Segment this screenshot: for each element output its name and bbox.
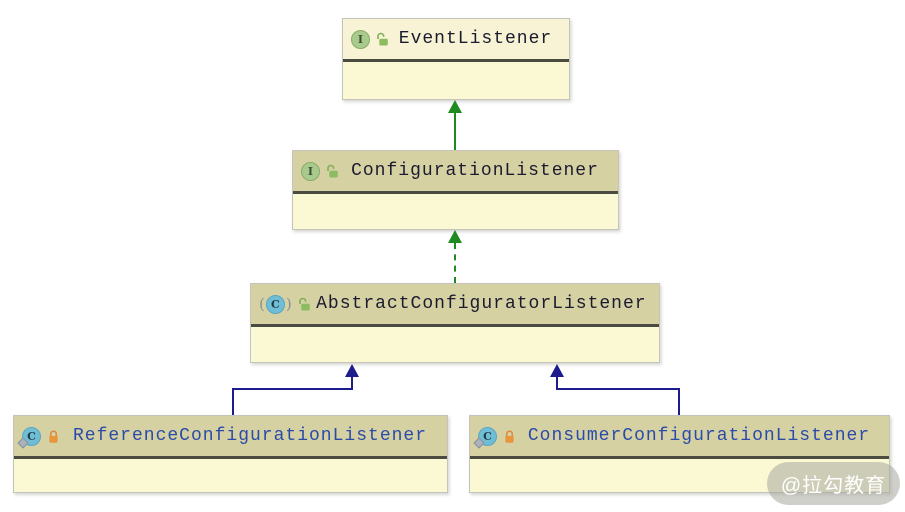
class-name: ConfigurationListener [351, 161, 599, 181]
extends-line-navy-right-horizontal [556, 388, 680, 390]
extends-line-navy-right-upper [556, 377, 558, 389]
node-body [251, 327, 659, 362]
implements-line-green-dashed [454, 243, 456, 283]
lock-open-icon [327, 164, 338, 177]
class-name: ConsumerConfigurationListener [527, 426, 871, 446]
node-body [343, 62, 569, 99]
extends-line-navy-left-upper [351, 377, 353, 389]
extends-arrowhead-navy-left [345, 364, 359, 377]
class-name: EventListener [398, 29, 553, 49]
node-header: ( C ) AbstractConfiguratorListener [251, 284, 659, 324]
extends-arrowhead-navy-right [550, 364, 564, 377]
class-name: AbstractConfiguratorListener [316, 294, 647, 314]
class-name: ReferenceConfigurationListener [72, 426, 428, 446]
node-body [14, 459, 447, 492]
lock-closed-icon [49, 430, 58, 443]
class-icon-letter: C [27, 429, 36, 443]
header-separator [251, 324, 659, 327]
extends-line-navy-left-lower [232, 388, 234, 415]
abstract-paren-open: ( [259, 295, 265, 313]
node-header: C ReferenceConfigurationListener [14, 416, 447, 456]
extends-line-navy-left-horizontal [232, 388, 353, 390]
header-separator [343, 59, 569, 62]
interface-icon-letter: I [357, 32, 364, 46]
watermark-badge: @拉勾教育 [767, 462, 900, 505]
class-icon: C [473, 426, 497, 449]
implements-arrowhead-green [448, 230, 462, 243]
abstract-class-icon: ( C ) [259, 294, 292, 314]
interface-icon: I [351, 29, 370, 49]
extends-line-green [454, 112, 456, 150]
class-node-reference-configuration-listener[interactable]: C ReferenceConfigurationListener [13, 415, 448, 493]
watermark-text: @拉勾教育 [780, 475, 887, 497]
class-icon: C [265, 294, 285, 314]
header-separator [14, 456, 447, 459]
node-header: I EventListener [343, 19, 569, 59]
node-body [293, 194, 618, 229]
lock-open-icon [377, 32, 388, 45]
class-icon: C [17, 426, 41, 449]
lock-closed-icon [505, 430, 514, 443]
abstract-paren-close: ) [285, 295, 292, 313]
node-header: C ConsumerConfigurationListener [470, 416, 889, 456]
extends-arrowhead-green [448, 100, 462, 113]
class-icon-letter: C [483, 429, 492, 443]
class-node-configuration-listener[interactable]: I ConfigurationListener [292, 150, 619, 230]
node-header: I ConfigurationListener [293, 151, 618, 191]
class-node-abstract-configurator-listener[interactable]: ( C ) AbstractConfiguratorListener [250, 283, 660, 363]
header-separator [470, 456, 889, 459]
class-node-event-listener[interactable]: I EventListener [342, 18, 570, 100]
class-icon-letter: C [270, 297, 280, 311]
interface-icon: I [301, 161, 320, 181]
extends-line-navy-right-lower [678, 388, 680, 415]
header-separator [293, 191, 618, 194]
lock-open-icon [298, 297, 310, 310]
interface-icon-letter: I [307, 164, 314, 178]
